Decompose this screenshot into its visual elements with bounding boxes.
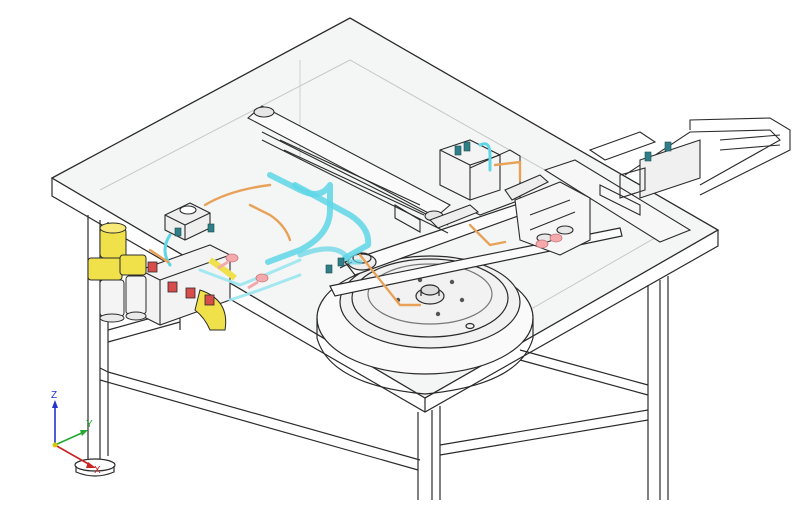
orange-pneumatic-hoses — [148, 160, 522, 307]
coordinate-triad: Z Y X — [51, 390, 101, 476]
red-valve-fittings — [147, 261, 215, 306]
pressure-die-slide — [543, 117, 791, 243]
air-filter-regulator — [87, 222, 237, 331]
pink-locator-pins — [217, 233, 563, 290]
teal-fittings — [174, 141, 672, 274]
x-axis-label: X — [94, 465, 101, 476]
y-axis-label: Y — [86, 419, 93, 430]
table-top — [50, 17, 720, 413]
clamp-slide-rail — [247, 105, 451, 234]
y-axis — [54, 431, 85, 446]
x-axis — [54, 444, 93, 467]
z-axis-label: Z — [51, 390, 57, 401]
cyan-tube-workpiece — [163, 142, 492, 302]
clamp-block — [429, 139, 591, 256]
